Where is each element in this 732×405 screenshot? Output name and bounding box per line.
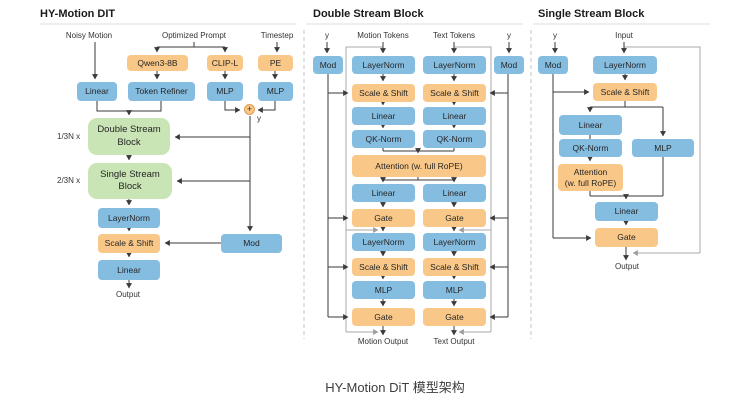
pe-box: PE	[258, 55, 293, 71]
y-label-left-panel: y	[257, 114, 261, 123]
text-output-label: Text Output	[433, 337, 475, 346]
motion-scale-shift1-box: Scale & Shift	[352, 84, 415, 102]
single-linear1-box: Linear	[559, 115, 622, 135]
linear-out-box: Linear	[98, 260, 160, 280]
motion-linear1-box: Linear	[352, 107, 415, 125]
left-panel-title: HY-Motion DIT	[40, 8, 116, 20]
figure-caption: HY-Motion DiT 模型架构	[325, 380, 465, 395]
repeat-double-label: 1/3N x	[57, 132, 81, 141]
single-scale-shift-box: Scale & Shift	[593, 83, 657, 101]
motion-gate1-box: Gate	[352, 209, 415, 227]
motion-layernorm1-box: LayerNorm	[352, 56, 415, 74]
text-layernorm1-box: LayerNorm	[423, 56, 486, 74]
text-qknorm-box: QK-Norm	[423, 130, 486, 148]
text-gate2-box: Gate	[423, 308, 486, 326]
y-label-single: y	[553, 31, 557, 40]
double-stream-block-box: Double Stream Block	[88, 118, 170, 155]
input-label: Input	[615, 31, 633, 40]
y-right-label: y	[507, 31, 511, 40]
mod-right-box: Mod	[494, 56, 524, 74]
motion-scale-shift2-box: Scale & Shift	[352, 258, 415, 276]
mod-box: Mod	[221, 234, 282, 253]
qwen-box: Qwen3-8B	[127, 55, 188, 71]
double-panel-title: Double Stream Block	[313, 8, 424, 20]
single-attention-box: Attention (w. full RoPE)	[558, 164, 623, 191]
y-left-label: y	[325, 31, 329, 40]
text-linear2-box: Linear	[423, 184, 486, 202]
motion-gate2-box: Gate	[352, 308, 415, 326]
attention-box: Attention (w. full RoPE)	[352, 155, 486, 177]
single-mlp-box: MLP	[632, 139, 694, 157]
text-layernorm2-box: LayerNorm	[423, 233, 486, 251]
motion-qknorm-box: QK-Norm	[352, 130, 415, 148]
single-mod-box: Mod	[538, 56, 568, 74]
noisy-motion-label: Noisy Motion	[65, 31, 113, 40]
mlp-clip-box: MLP	[207, 82, 243, 101]
motion-output-label: Motion Output	[357, 337, 409, 346]
motion-mlp-box: MLP	[352, 281, 415, 299]
linear-in-box: Linear	[77, 82, 117, 101]
clip-box: CLIP-L	[207, 55, 243, 71]
single-linear2-box: Linear	[595, 202, 658, 221]
motion-linear2-box: Linear	[352, 184, 415, 202]
optimized-prompt-label: Optimized Prompt	[161, 31, 227, 40]
single-gate-box: Gate	[595, 228, 658, 247]
single-stream-block-box: Single Stream Block	[88, 163, 172, 199]
text-linear1-box: Linear	[423, 107, 486, 125]
single-layernorm-box: LayerNorm	[593, 56, 657, 74]
scale-shift-box: Scale & Shift	[98, 234, 160, 253]
text-tokens-label: Text Tokens	[432, 31, 476, 40]
single-panel-title: Single Stream Block	[538, 8, 645, 20]
residual-lines	[345, 46, 701, 335]
motion-tokens-label: Motion Tokens	[357, 31, 409, 40]
output-label-single: Output	[614, 262, 640, 271]
dashed-dividers	[303, 30, 532, 339]
token-refiner-box: Token Refiner	[128, 82, 195, 101]
timestep-label: Timestep	[260, 31, 294, 40]
text-mlp-box: MLP	[423, 281, 486, 299]
plus-icon: +	[244, 104, 255, 115]
flow-arrows	[92, 42, 666, 336]
single-qknorm-box: QK-Norm	[559, 139, 622, 157]
repeat-single-label: 2/3N x	[57, 176, 81, 185]
text-scale-shift1-box: Scale & Shift	[423, 84, 486, 102]
text-scale-shift2-box: Scale & Shift	[423, 258, 486, 276]
mod-left-box: Mod	[313, 56, 343, 74]
text-gate1-box: Gate	[423, 209, 486, 227]
layernorm-box: LayerNorm	[98, 208, 160, 228]
motion-layernorm2-box: LayerNorm	[352, 233, 415, 251]
output-label-left: Output	[115, 290, 141, 299]
mlp-pe-box: MLP	[258, 82, 293, 101]
